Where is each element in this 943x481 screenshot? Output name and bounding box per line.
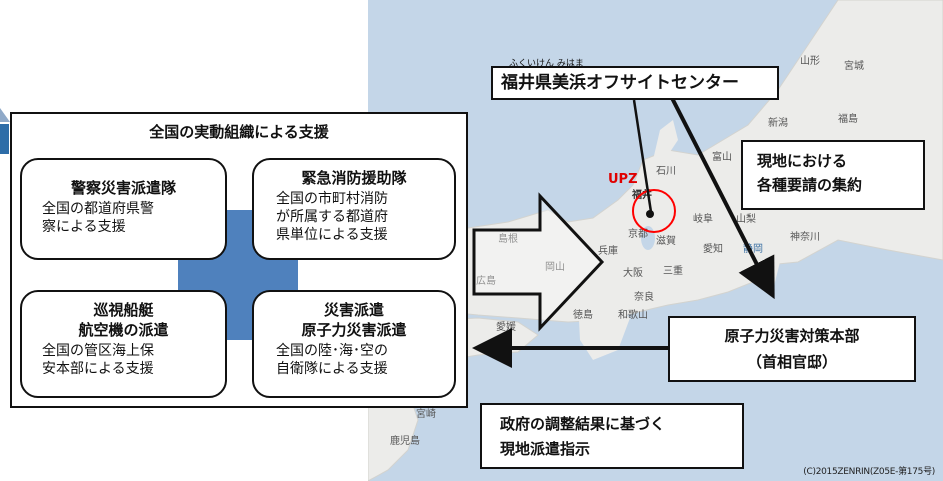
support-title: 全国の実動組織による支援 <box>149 123 329 141</box>
card-fire-desc-1: 全国の市町村消防 <box>276 191 388 207</box>
gov-instruction-box: 政府の調整結果に基づく 現地派遣指示 <box>480 403 744 469</box>
place-osaka: 大阪 <box>623 268 643 279</box>
place-miyazaki: 宮崎 <box>416 409 436 420</box>
place-tokushima: 徳島 <box>573 310 593 321</box>
card-fire-title: 緊急消防援助隊 <box>301 169 407 187</box>
card-sdf-desc-1: 全国の陸･海･空の <box>276 343 388 359</box>
place-niigata: 新潟 <box>768 118 788 129</box>
map-land <box>368 0 943 481</box>
card-fire: 緊急消防援助隊 全国の市町村消防 が所属する都道府 県単位による支援 <box>252 158 456 260</box>
card-fire-desc-3: 県単位による支援 <box>276 227 388 243</box>
card-coastguard-desc-1: 全国の管区海上保 <box>42 343 154 359</box>
card-police-title: 警察災害派遣隊 <box>70 179 176 197</box>
place-wakayama: 和歌山 <box>618 310 648 321</box>
partial-edge-icon <box>0 108 10 154</box>
hq-line2: （首相官邸） <box>746 353 837 371</box>
place-miyagi: 宮城 <box>844 61 864 72</box>
place-ehime: 愛媛 <box>496 322 516 333</box>
offsite-center-box: ふくいけん みはま 福井県美浜オフサイトセンター <box>491 59 779 100</box>
card-sdf-title-2: 原子力災害派遣 <box>301 321 407 339</box>
place-fukui: 福井 <box>632 190 652 201</box>
card-sdf: 災害派遣 原子力災害派遣 全国の陸･海･空の 自衛隊による支援 <box>252 290 456 398</box>
offsite-center-title: 福井県美浜オフサイトセンター <box>501 73 739 93</box>
card-fire-desc-2: が所属する都道府 <box>276 209 388 225</box>
place-kyoto: 京都 <box>628 229 648 240</box>
place-hiroshima: 広島 <box>476 272 496 287</box>
place-gifu: 岐阜 <box>693 214 713 225</box>
card-coastguard-title-2: 航空機の派遣 <box>78 321 169 339</box>
offsite-center-furigana: ふくいけん みはま <box>509 59 584 69</box>
hollow-right-arrow <box>472 192 605 332</box>
place-kagoshima: 鹿児島 <box>390 436 420 447</box>
map-copyright: (C)2015ZENRIN(Z05E-第175号) <box>803 467 935 477</box>
place-ishikawa: 石川 <box>656 166 676 177</box>
place-nara: 奈良 <box>634 292 654 303</box>
card-police-desc-1: 全国の都道府県警 <box>42 201 154 217</box>
place-kanagawa: 神奈川 <box>790 232 820 243</box>
hq-box: 原子力災害対策本部 （首相官邸） <box>668 316 916 382</box>
place-fukushima: 福島 <box>838 114 858 125</box>
place-aichi: 愛知 <box>703 244 723 255</box>
local-requests-line2: 各種要請の集約 <box>757 176 863 194</box>
card-coastguard-desc-2: 安本部による支援 <box>42 361 154 377</box>
card-coastguard: 巡視船艇 航空機の派遣 全国の管区海上保 安本部による支援 <box>20 290 227 398</box>
place-okayama: 岡山 <box>545 258 565 273</box>
place-yamanashi: 山梨 <box>736 214 756 225</box>
card-police: 警察災害派遣隊 全国の都道府県警 察による支援 <box>20 158 227 260</box>
upz-circle <box>632 189 676 233</box>
place-yamagata: 山形 <box>800 56 820 67</box>
card-police-desc-2: 察による支援 <box>42 219 126 235</box>
place-toyama: 富山 <box>712 152 732 163</box>
card-sdf-title-1: 災害派遣 <box>323 301 384 319</box>
place-shimane: 島根 <box>498 230 518 245</box>
card-sdf-desc-2: 自衛隊による支援 <box>276 361 388 377</box>
gov-instruction-line1: 政府の調整結果に基づく <box>500 415 666 433</box>
gov-instruction-line2: 現地派遣指示 <box>500 440 591 458</box>
local-requests-line1: 現地における <box>757 152 848 170</box>
local-requests-box: 現地における 各種要請の集約 <box>741 140 925 210</box>
place-mie: 三重 <box>663 266 683 277</box>
upz-label: UPZ <box>608 172 638 187</box>
place-shiga: 滋賀 <box>656 236 676 247</box>
hq-line1: 原子力災害対策本部 <box>724 327 860 345</box>
place-shizuoka: 静岡 <box>743 244 763 255</box>
place-hyogo: 兵庫 <box>598 246 618 257</box>
card-coastguard-title-1: 巡視船艇 <box>93 301 154 319</box>
